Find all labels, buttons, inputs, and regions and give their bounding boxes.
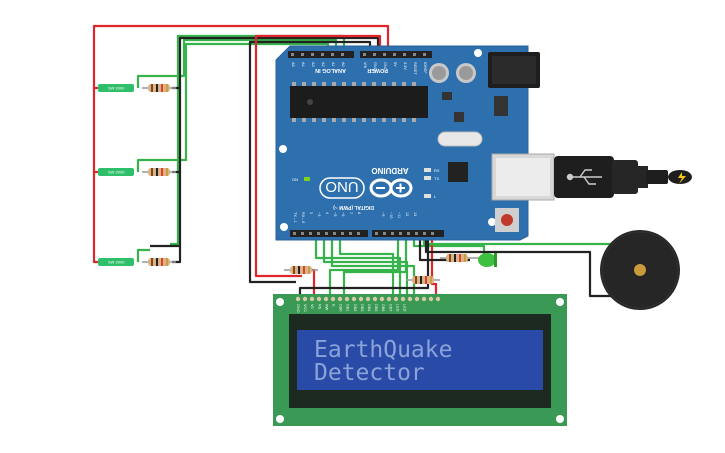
analog-pin-label: A2 [321, 62, 325, 67]
wire-green-d12 [342, 234, 408, 294]
wire-black-gnd-lcd [248, 40, 372, 284]
digital-pin-label: 2 [309, 212, 313, 214]
digital-pin-label: 8 [357, 212, 361, 214]
digital-pin-label: ~10 [389, 212, 393, 218]
lcd-pin-label: LED [395, 304, 399, 312]
power-pin-label: GND [383, 62, 387, 71]
on-label: ON [292, 177, 298, 182]
rx-label: RX [434, 168, 440, 173]
digital-pin-label: 7 [349, 212, 353, 214]
lcd-pin-label: DB0 [339, 304, 343, 311]
switch-1-label: SW 2000 [108, 86, 125, 91]
lcd-line-1: EarthQuake [314, 337, 452, 363]
wire-green-d5 [338, 234, 395, 294]
power-header-label: POWER [367, 67, 388, 73]
wire-red-lcd [254, 34, 382, 278]
resistor-lcd [284, 266, 318, 274]
wire-green-d3 [322, 234, 409, 294]
switch-1: SW 2000 [98, 84, 134, 92]
power-pin-label: GND [373, 62, 377, 71]
digital-pin-label: ~6 [341, 212, 345, 216]
lcd-pin-label: E [332, 304, 336, 307]
wire-green-sw1 [136, 74, 150, 88]
analog-pin-label: A4 [301, 62, 305, 67]
wire-green-d11 [328, 234, 400, 294]
resistor-1 [142, 84, 176, 92]
uno-logo-text: UNO [325, 178, 358, 195]
switch-2-label: SW 2000 [108, 170, 125, 175]
piezo-buzzer [600, 230, 680, 310]
analog-pin-label: A1 [331, 62, 335, 67]
arduino-brand: ARDUINO [371, 166, 408, 175]
lcd-pin-label: DB1 [346, 304, 350, 311]
wire-green-d2 [314, 234, 402, 294]
lcd-pin-label: GND [296, 304, 300, 313]
analog-pin-label: A3 [311, 62, 315, 67]
wire-green-a1 [150, 38, 338, 78]
l-label: L [434, 194, 437, 199]
arduino-uno: ANALOG IN POWER [275, 45, 555, 241]
analog-pin-label: A0 [341, 62, 345, 67]
switch-3: SW 2000 [98, 258, 134, 266]
wire-green-sw2 [136, 158, 150, 172]
wire-green-sw3 [136, 248, 150, 262]
lcd-pin-label: DB4 [367, 304, 371, 311]
digital-pin-label: 12 [405, 212, 409, 216]
lcd-pin-label: DB3 [360, 304, 364, 311]
digital-pin-label: ~9 [381, 212, 385, 216]
lcd-pin-label: DB5 [374, 304, 378, 311]
digital-pin-label: ~11 [397, 212, 401, 218]
wire-black-gnd-top [150, 36, 380, 248]
lcd-module: EarthQuake Detector [273, 294, 567, 426]
resistor-lcd-led [406, 276, 440, 284]
switch-2: SW 2000 [98, 168, 134, 176]
wire-red-5v-top [92, 24, 390, 264]
lcd-pin-label: VCC [303, 304, 307, 312]
reset-button [501, 214, 513, 226]
lightning-icon [678, 172, 686, 184]
led-green [474, 253, 497, 267]
tx-label: TX [434, 176, 439, 181]
wire-black-lcd-gnd [298, 234, 430, 294]
lcd-pin-label: LED [403, 304, 407, 312]
digital-pin-label: 13 [413, 212, 417, 216]
digital-pin-label: ~3 [317, 212, 321, 216]
lcd-pin-label: DB2 [353, 304, 357, 311]
lcd-line-2: Detector [314, 360, 425, 386]
lcd-pin-label: DB6 [381, 304, 385, 311]
lcd-pin-label: RS [317, 304, 321, 310]
digital-pin-label: ~5 [333, 212, 337, 216]
lcd-screen [297, 330, 543, 390]
resistor-led [440, 254, 474, 262]
analog-header-label: ANALOG IN [315, 67, 346, 73]
digital-header-label: DIGITAL (PWM ~) [333, 204, 374, 210]
power-pin-label: 5V [393, 62, 397, 67]
wire-black-res3 [172, 246, 182, 264]
power-pin-label: VIN [363, 62, 367, 69]
digital-pin-label: 4 [325, 212, 329, 214]
lcd-pin-label: RW [324, 304, 328, 311]
lcd-pin-label: DB7 [388, 304, 392, 311]
analog-pin-label: A5 [291, 62, 295, 67]
usb-cable [554, 156, 692, 198]
power-pin-label: RESET [413, 62, 417, 75]
power-pin-label: IOREF [423, 62, 427, 74]
digital-pin-label: RX←0 [301, 212, 305, 223]
switch-3-label: SW 2000 [108, 260, 125, 265]
resistor-3 [142, 258, 176, 266]
digital-pin-label: TX→1 [293, 212, 297, 223]
power-pin-label: 3.3V [403, 62, 407, 70]
lcd-pin-label: V0 [310, 304, 314, 309]
resistor-2 [142, 168, 176, 176]
arduino-logo [369, 178, 413, 198]
usb-icon [566, 169, 602, 185]
